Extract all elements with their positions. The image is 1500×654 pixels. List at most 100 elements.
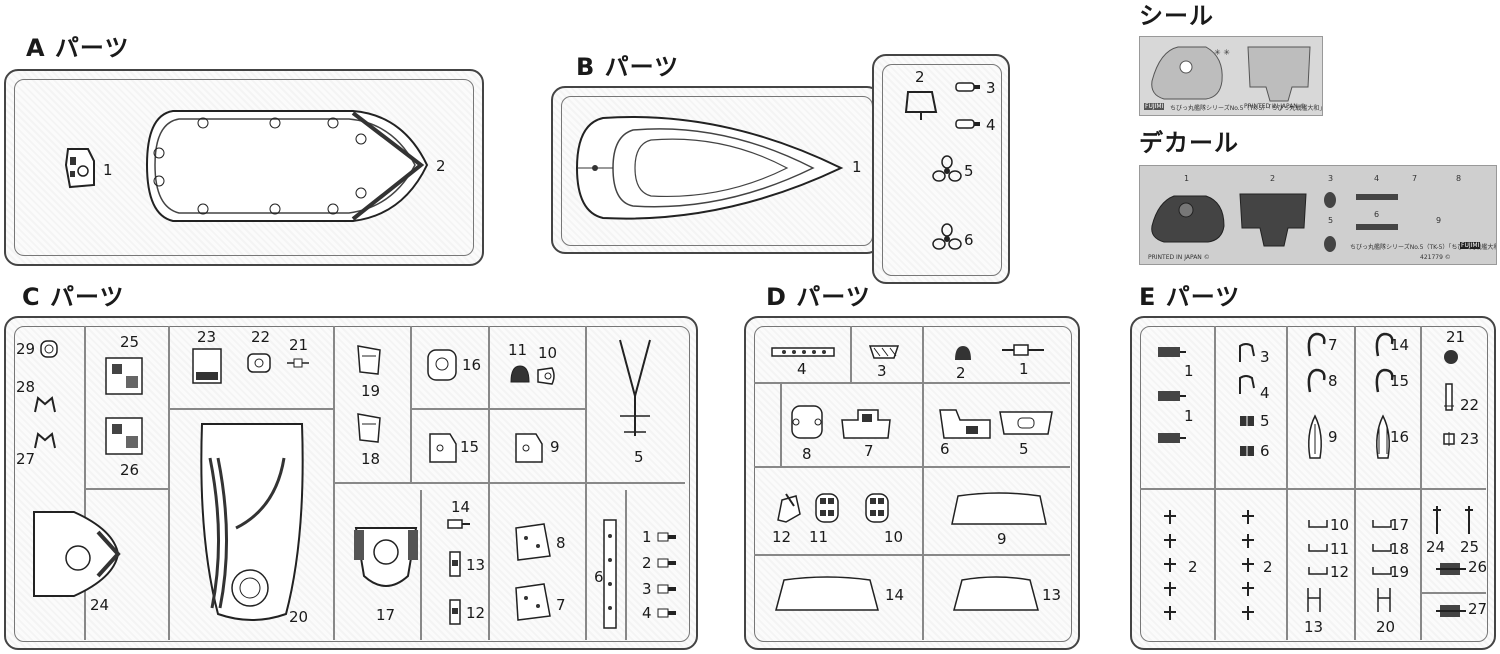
decal-number-3: 3 [1328, 174, 1334, 183]
label-c3: 3 [642, 580, 652, 598]
part-c13 [449, 551, 461, 577]
part-c12 [449, 599, 461, 625]
label-e4: 4 [1260, 384, 1270, 402]
part-c27 [34, 432, 56, 449]
label-c17: 17 [376, 606, 396, 624]
part-e1 [1158, 347, 1186, 357]
label-a1: 1 [103, 161, 113, 179]
part-c2 [657, 558, 676, 568]
part-e1 [1158, 433, 1186, 443]
part-d6 [939, 409, 991, 439]
label-d4: 4 [797, 360, 807, 378]
sprue-d-divider [850, 326, 852, 382]
label-c21: 21 [289, 336, 309, 354]
label-c24: 24 [90, 596, 110, 614]
part-b1-hull [575, 116, 844, 220]
sprue-d-title: D パーツ [766, 283, 871, 311]
label-d9: 9 [997, 530, 1007, 548]
part-c3 [657, 584, 676, 594]
part-c23 [192, 348, 222, 384]
sprue-c-divider [168, 408, 333, 410]
decal-number-4: 4 [1374, 174, 1380, 183]
part-d3 [868, 345, 900, 359]
part-d8 [791, 405, 823, 439]
part-e20 [1377, 588, 1391, 612]
part-e3 [1239, 343, 1255, 362]
part-e22 [1444, 383, 1454, 411]
decal-number-9: 9 [1436, 216, 1442, 225]
label-e2b: 2 [1263, 558, 1273, 576]
sprue-d-divider [922, 326, 924, 640]
label-d14: 14 [885, 586, 905, 604]
sprue-a-frame [14, 79, 474, 256]
label-e22: 22 [1460, 396, 1480, 414]
part-c10 [537, 367, 555, 385]
label-c26: 26 [120, 461, 140, 479]
label-b4: 4 [986, 116, 996, 134]
part-c16 [427, 349, 457, 381]
sprue-c-divider [420, 490, 422, 640]
sprue-c-divider [168, 326, 170, 640]
part-c5-mast [619, 339, 651, 436]
label-d10: 10 [884, 528, 904, 546]
label-c18: 18 [361, 450, 381, 468]
part-c21 [287, 358, 309, 368]
seal-title: シール [1139, 2, 1214, 30]
sprue-e-divider [1422, 592, 1486, 594]
sprue-e-divider [1214, 326, 1216, 640]
part-b5-propeller [932, 155, 962, 182]
label-e19: 19 [1390, 563, 1410, 581]
label-e1a: 1 [1184, 362, 1194, 380]
part-d11 [815, 493, 839, 523]
decal-brand: FUJIMI [1460, 242, 1481, 249]
label-e11: 11 [1330, 540, 1350, 558]
part-c8 [515, 523, 551, 561]
label-c13: 13 [466, 556, 486, 574]
part-c1 [657, 532, 676, 542]
part-b6-propeller [932, 223, 962, 250]
part-d12 [777, 493, 801, 523]
part-e27 [1436, 605, 1466, 617]
part-e21 [1444, 350, 1458, 364]
part-d14-shield [775, 576, 879, 611]
part-d2 [955, 346, 971, 360]
label-e9: 9 [1328, 428, 1338, 446]
label-d13: 13 [1042, 586, 1062, 604]
label-e26: 26 [1468, 558, 1488, 576]
label-e3: 3 [1260, 348, 1270, 366]
part-e7 [1307, 332, 1326, 357]
part-c22 [247, 353, 271, 373]
part-d5 [999, 411, 1053, 435]
label-d12: 12 [772, 528, 792, 546]
label-e6: 6 [1260, 442, 1270, 460]
decal-footer-right: 421779 © [1420, 254, 1451, 261]
label-e23: 23 [1460, 430, 1480, 448]
label-e5: 5 [1260, 412, 1270, 430]
sprue-c-title: C パーツ [22, 283, 125, 311]
decal-sheet: 1 2 3 4 5 6 7 8 9 PRINTED IN JAPAN © ちびっ… [1139, 165, 1497, 265]
sprue-e-divider [1286, 326, 1288, 640]
part-c14 [447, 519, 470, 529]
label-c12: 12 [466, 604, 486, 622]
label-c15: 15 [460, 438, 480, 456]
label-e18: 18 [1390, 540, 1410, 558]
label-d7: 7 [864, 442, 874, 460]
label-e25: 25 [1460, 538, 1480, 556]
label-e2a: 2 [1188, 558, 1198, 576]
label-c4: 4 [642, 604, 652, 622]
label-c28: 28 [16, 378, 36, 396]
part-c11 [510, 365, 530, 383]
svg-text:✳ ✳: ✳ ✳ [1214, 48, 1230, 57]
part-e2-column [1242, 510, 1254, 620]
label-b3: 3 [986, 79, 996, 97]
label-d1: 1 [1019, 360, 1029, 378]
part-e17 [1372, 520, 1392, 528]
part-d4 [771, 347, 835, 357]
label-a2: 2 [436, 157, 446, 175]
part-c7 [515, 583, 551, 621]
label-e27: 27 [1468, 600, 1488, 618]
sprue-b-title: B パーツ [576, 53, 680, 81]
label-c22: 22 [251, 328, 271, 346]
sprue-d-divider [754, 466, 1070, 468]
seal-brand: FUJIMI [1144, 103, 1165, 110]
